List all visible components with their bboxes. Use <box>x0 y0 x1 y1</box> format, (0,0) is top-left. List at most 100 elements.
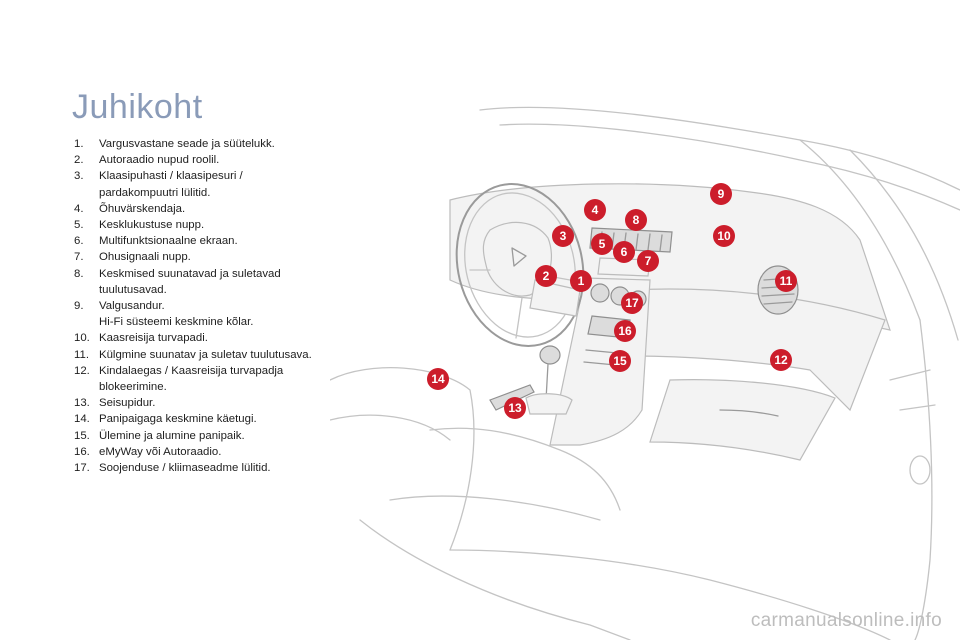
gear-lever <box>525 345 573 415</box>
legend-item: 7. Ohusignaali nupp. <box>74 249 364 265</box>
marker-2: 2 <box>535 265 557 287</box>
legend-item-text: Soojenduse / kliimaseadme lülitid. <box>99 462 271 475</box>
legend-item-subtext: pardakompuutri lülitid. <box>99 186 211 199</box>
steering-wheel <box>455 183 585 347</box>
marker-7: 7 <box>637 250 659 272</box>
marker-8: 8 <box>625 209 647 231</box>
marker-label: 14 <box>431 372 445 386</box>
marker-17: 17 <box>621 292 643 314</box>
page-title: Juhikoht <box>72 88 203 126</box>
legend-item-number: 17. <box>74 462 90 475</box>
legend-item: 4. Õhuvärskendaja. <box>74 201 364 217</box>
legend-item-text: Ohusignaali nupp. <box>99 251 191 264</box>
legend-item-text: Kaasreisija turvapadi. <box>99 332 208 345</box>
marker-label: 17 <box>625 296 639 310</box>
dashboard-illustration: 1 2 3 4 5 6 7 8 9 10 11 12 13 14 15 16 1… <box>330 106 960 640</box>
legend-item-number: 14. <box>74 413 90 426</box>
marker-9: 9 <box>710 183 732 205</box>
legend-item: 3. Klaasipuhasti / klaasipesuri / pardakom… <box>74 168 364 200</box>
legend-item-text: Klaasipuhasti / klaasipesuri / <box>99 170 243 183</box>
marker-3: 3 <box>552 225 574 247</box>
legend-item: 1. Vargusvastane seade ja süütelukk. <box>74 136 364 152</box>
marker-label: 6 <box>621 245 628 259</box>
door-panel <box>889 319 936 640</box>
legend-item: 17. Soojenduse / kliimaseadme lülitid. <box>74 460 364 476</box>
legend-item-text: Kindalaegas / Kaasreisija turvapadja <box>99 364 284 377</box>
legend-item-text: Keskmised suunatavad ja suletavad <box>99 267 281 280</box>
dashboard-right-panel <box>629 288 886 412</box>
marker-label: 1 <box>578 274 585 288</box>
marker-label: 3 <box>560 229 567 243</box>
legend-item-number: 6. <box>74 235 84 248</box>
marker-label: 13 <box>508 401 522 415</box>
legend-item-number: 10. <box>74 332 90 345</box>
marker-label: 12 <box>774 353 788 367</box>
legend-item-number: 2. <box>74 154 84 167</box>
legend-item-subtext: tuulutusavad. <box>99 283 167 296</box>
marker-4: 4 <box>584 199 606 221</box>
legend-item: 11. Külgmine suunatav ja suletav tuulutus… <box>74 347 364 363</box>
marker-11: 11 <box>775 270 797 292</box>
marker-label: 15 <box>613 354 627 368</box>
legend-item-number: 8. <box>74 267 84 280</box>
marker-6: 6 <box>613 241 635 263</box>
marker-label: 2 <box>543 269 550 283</box>
watermark: carmanualsonline.info <box>750 610 942 631</box>
legend-item: 10. Kaasreisija turvapadi. <box>74 330 364 346</box>
marker-1: 1 <box>570 270 592 292</box>
legend-item: 5. Kesklukustuse nupp. <box>74 217 364 233</box>
legend-item-number: 13. <box>74 397 90 410</box>
marker-label: 4 <box>592 203 599 217</box>
legend-item: 12. Kindalaegas / Kaasreisija turvapadja b… <box>74 363 364 395</box>
legend-item-text: Ülemine ja alumine panipaik. <box>99 429 245 442</box>
marker-16: 16 <box>614 320 636 342</box>
legend-item-text: Õhuvärskendaja. <box>99 202 186 215</box>
legend-item-number: 15. <box>74 429 90 442</box>
legend-item-number: 12. <box>74 364 90 377</box>
legend-item: 13. Seisupidur. <box>74 395 364 411</box>
legend-item-number: 5. <box>74 219 84 232</box>
marker-5: 5 <box>591 233 613 255</box>
marker-13: 13 <box>504 397 526 419</box>
marker-label: 5 <box>599 237 606 251</box>
steering-column <box>529 279 581 317</box>
center-screen <box>597 257 651 277</box>
legend-list: 1. Vargusvastane seade ja süütelukk. 2. Au… <box>74 136 364 476</box>
legend-item-number: 1. <box>74 138 84 150</box>
legend-item: 6. Multifunktsionaalne ekraan. <box>74 233 364 249</box>
legend-item: 14. Panipaigaga keskmine käetugi. <box>74 411 364 427</box>
legend-item-number: 11. <box>74 348 89 361</box>
marker-12: 12 <box>770 349 792 371</box>
legend-item: 16. eMyWay või Autoraadio. <box>74 444 364 460</box>
legend-item-text: Autoraadio nupud roolil. <box>99 154 220 167</box>
legend-item-text: eMyWay või Autoraadio. <box>99 445 222 458</box>
legend-item-subtext: blokeerimine. <box>99 381 167 394</box>
legend-item-text: Vargusvastane seade ja süütelukk. <box>99 138 275 150</box>
marker-10: 10 <box>713 225 735 247</box>
legend-item: 15. Ülemine ja alumine panipaik. <box>74 428 364 444</box>
windscreen-frame <box>479 106 960 341</box>
marker-label: 8 <box>633 213 640 227</box>
marker-14: 14 <box>427 368 449 390</box>
legend-item-number: 3. <box>74 170 84 183</box>
glovebox-handle <box>719 409 779 417</box>
marker-label: 9 <box>718 187 725 201</box>
legend-item-text: Multifunktsionaalne ekraan. <box>99 235 238 248</box>
legend-item-text: Kesklukustuse nupp. <box>99 219 205 232</box>
glovebox <box>649 379 836 461</box>
legend-item-number: 4. <box>74 202 84 215</box>
legend-item-number: 16. <box>74 445 90 458</box>
marker-label: 16 <box>618 324 632 338</box>
legend-item-number: 9. <box>74 300 84 313</box>
seats-and-floor <box>330 367 891 640</box>
legend-item-text: Valgusandur. <box>99 300 165 313</box>
legend-item-text: Külgmine suunatav ja suletav tuulutusava… <box>99 348 312 361</box>
legend-item-text: Panipaigaga keskmine käetugi. <box>99 413 257 426</box>
legend-item-number: 7. <box>74 251 84 264</box>
marker-label: 11 <box>780 274 793 288</box>
legend-item: 2. Autoraadio nupud roolil. <box>74 152 364 168</box>
legend-item: 8. Keskmised suunatavad ja suletavad tuulu… <box>74 266 364 298</box>
marker-label: 7 <box>645 254 652 268</box>
legend-item-text: Seisupidur. <box>99 397 156 410</box>
legend-item: 9.Valgusandur.Hi-Fi süsteemi keskmine kõ… <box>74 298 364 330</box>
